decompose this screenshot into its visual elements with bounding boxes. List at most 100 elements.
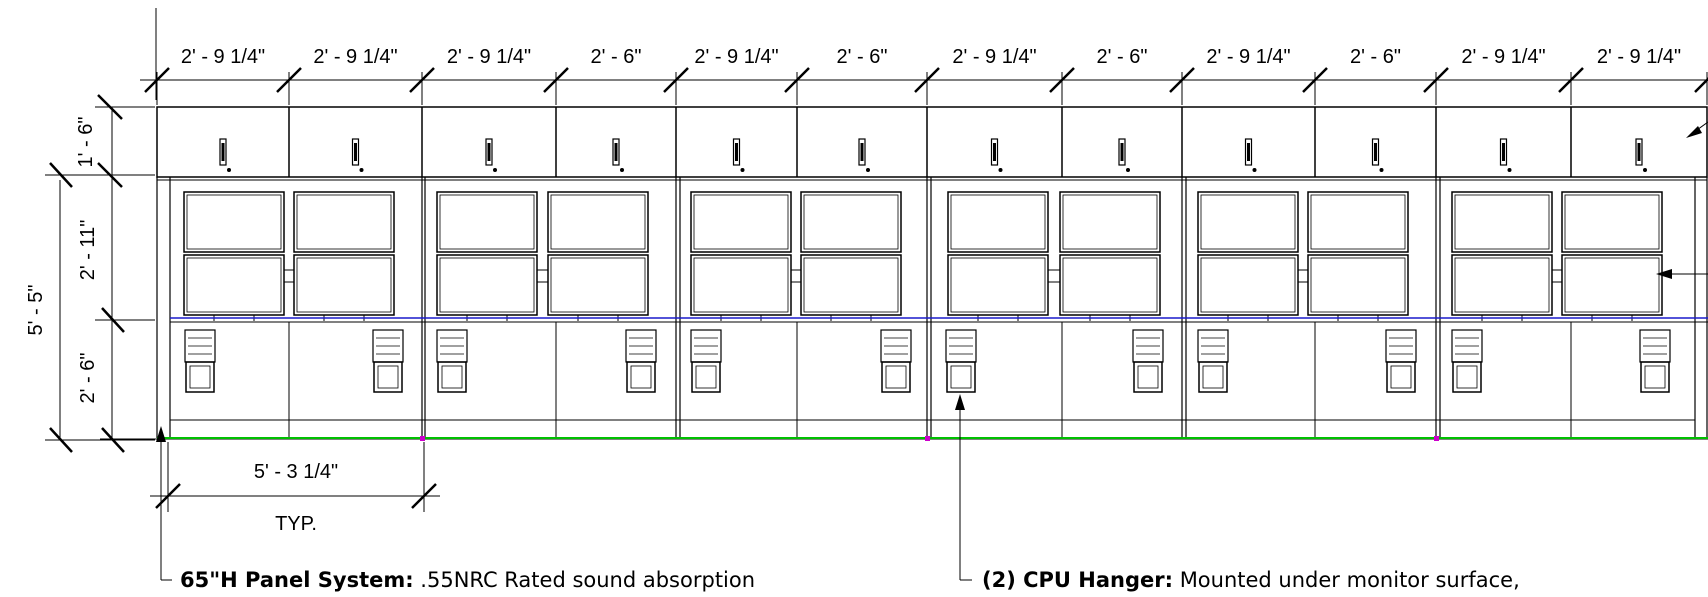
monitor-screen bbox=[803, 257, 899, 313]
cpu-hanger-text: Mounted under monitor surface, bbox=[1173, 568, 1520, 592]
cpu-tower bbox=[1198, 361, 1228, 393]
cpu-hanger-label: (2) CPU Hanger: bbox=[982, 568, 1173, 592]
monitor bbox=[183, 254, 285, 316]
cabinet-lock bbox=[1252, 168, 1257, 172]
monitor-screen bbox=[1062, 194, 1158, 250]
monitor bbox=[1307, 191, 1409, 253]
monitor-screen bbox=[550, 194, 646, 250]
monitor-zone-height-label: 2' - 11" bbox=[77, 220, 99, 281]
monitor-screen bbox=[186, 257, 282, 313]
cpu-tower bbox=[1133, 361, 1163, 393]
monitor bbox=[1561, 191, 1663, 253]
monitor bbox=[800, 254, 902, 316]
top-dimension-label: 2' - 9 1/4" bbox=[181, 46, 265, 68]
cpu-tower bbox=[691, 361, 721, 393]
cabinet-handle-grip bbox=[1502, 143, 1505, 161]
monitor bbox=[947, 254, 1049, 316]
monitor-screen bbox=[1564, 257, 1660, 313]
cabinet-handle-grip bbox=[487, 143, 491, 161]
cabinet-lock bbox=[740, 168, 745, 172]
top-dimension-label: 2' - 9 1/4" bbox=[952, 46, 1036, 68]
monitor-mount bbox=[283, 269, 295, 283]
monitor bbox=[690, 254, 792, 316]
monitor-screen bbox=[950, 257, 1046, 313]
typical-note: TYP. bbox=[275, 513, 317, 535]
monitor-screen bbox=[1310, 194, 1406, 250]
cabinet-lock bbox=[866, 168, 870, 172]
monitor-screen bbox=[1454, 194, 1550, 250]
monitor-screen bbox=[693, 257, 789, 313]
cpu-tower bbox=[881, 361, 911, 393]
cabinet-handle-grip bbox=[735, 143, 738, 161]
monitor-screen bbox=[803, 194, 899, 250]
typical-width-label: 5' - 3 1/4" bbox=[254, 461, 338, 483]
monitor-screen bbox=[439, 194, 535, 250]
cpu-front bbox=[1137, 365, 1159, 389]
monitor-mount bbox=[790, 269, 802, 283]
top-dimension-ticks bbox=[144, 67, 1708, 105]
monitor bbox=[1059, 191, 1161, 253]
monitor bbox=[547, 254, 649, 316]
cabinet-handle-grip bbox=[1637, 143, 1641, 161]
cabinet-handle-grip bbox=[1374, 143, 1377, 161]
overall-height-label: 5' - 5" bbox=[25, 285, 47, 336]
cpu-tower bbox=[437, 361, 467, 393]
floor-joint bbox=[420, 436, 425, 441]
cabinet-lock bbox=[1126, 168, 1130, 172]
cpu-tower bbox=[1640, 361, 1670, 393]
monitor-screen bbox=[439, 257, 535, 313]
top-dimension-label: 2' - 6" bbox=[1097, 46, 1148, 68]
cabinet-handle-grip bbox=[221, 143, 225, 161]
cabinet-lock bbox=[493, 168, 497, 172]
monitor-screen bbox=[186, 194, 282, 250]
floor-joint bbox=[925, 436, 930, 441]
cabinet-lock bbox=[620, 168, 624, 172]
floor-joint bbox=[1434, 436, 1439, 441]
top-dimension-label: 2' - 6" bbox=[837, 46, 888, 68]
side-dimension-lines bbox=[45, 94, 155, 453]
top-dimension-labels: 2' - 9 1/4" 2' - 9 1/4" 2' - 9 1/4" 2' - 6"… bbox=[181, 46, 1681, 68]
cabinet-dividers bbox=[288, 107, 1572, 177]
cabinet-handle-grip bbox=[354, 143, 357, 161]
monitor-screen bbox=[950, 194, 1046, 250]
monitor-screen bbox=[1200, 194, 1296, 250]
cabinet-lock bbox=[359, 168, 364, 172]
panel-system-text: .55NRC Rated sound absorption bbox=[414, 568, 755, 592]
panel-leader bbox=[156, 426, 172, 581]
monitor-screen bbox=[1310, 257, 1406, 313]
monitor bbox=[947, 191, 1049, 253]
cpu-tower bbox=[185, 361, 215, 393]
cpu-front bbox=[441, 365, 463, 389]
monitor-screen bbox=[1564, 194, 1660, 250]
monitor bbox=[1197, 191, 1299, 253]
floor-joints bbox=[420, 436, 1439, 441]
panel-frame bbox=[156, 177, 1708, 438]
top-dimension-label: 2' - 6" bbox=[1350, 46, 1401, 68]
cabinet-lock bbox=[1379, 168, 1384, 172]
monitor-screen bbox=[1062, 257, 1158, 313]
monitor bbox=[436, 191, 538, 253]
cpu-tower bbox=[1386, 361, 1416, 393]
typical-width-dimension bbox=[150, 442, 440, 512]
cpu-tower bbox=[626, 361, 656, 393]
cpu-front bbox=[885, 365, 907, 389]
cpu-front bbox=[695, 365, 717, 389]
cpu-front bbox=[1390, 365, 1412, 389]
monitor-screen bbox=[550, 257, 646, 313]
cpu-front bbox=[1202, 365, 1224, 389]
cpu-tower bbox=[1452, 361, 1482, 393]
panel-system-label: 65"H Panel System: bbox=[180, 568, 414, 592]
top-dimension-label: 2' - 9 1/4" bbox=[313, 46, 397, 68]
cpu-front bbox=[189, 365, 211, 389]
monitor-screen bbox=[296, 257, 392, 313]
cpu-front bbox=[630, 365, 652, 389]
monitor bbox=[800, 191, 902, 253]
monitor-leader bbox=[1656, 269, 1708, 279]
panel-system-callout: 65"H Panel System: .55NRC Rated sound ab… bbox=[180, 568, 755, 592]
monitor-mount bbox=[1551, 269, 1563, 283]
upper-cabinet-row bbox=[156, 106, 1708, 178]
monitor-screen bbox=[1454, 257, 1550, 313]
monitor bbox=[293, 254, 395, 316]
cabinet-lock bbox=[227, 168, 231, 172]
monitor bbox=[183, 191, 285, 253]
